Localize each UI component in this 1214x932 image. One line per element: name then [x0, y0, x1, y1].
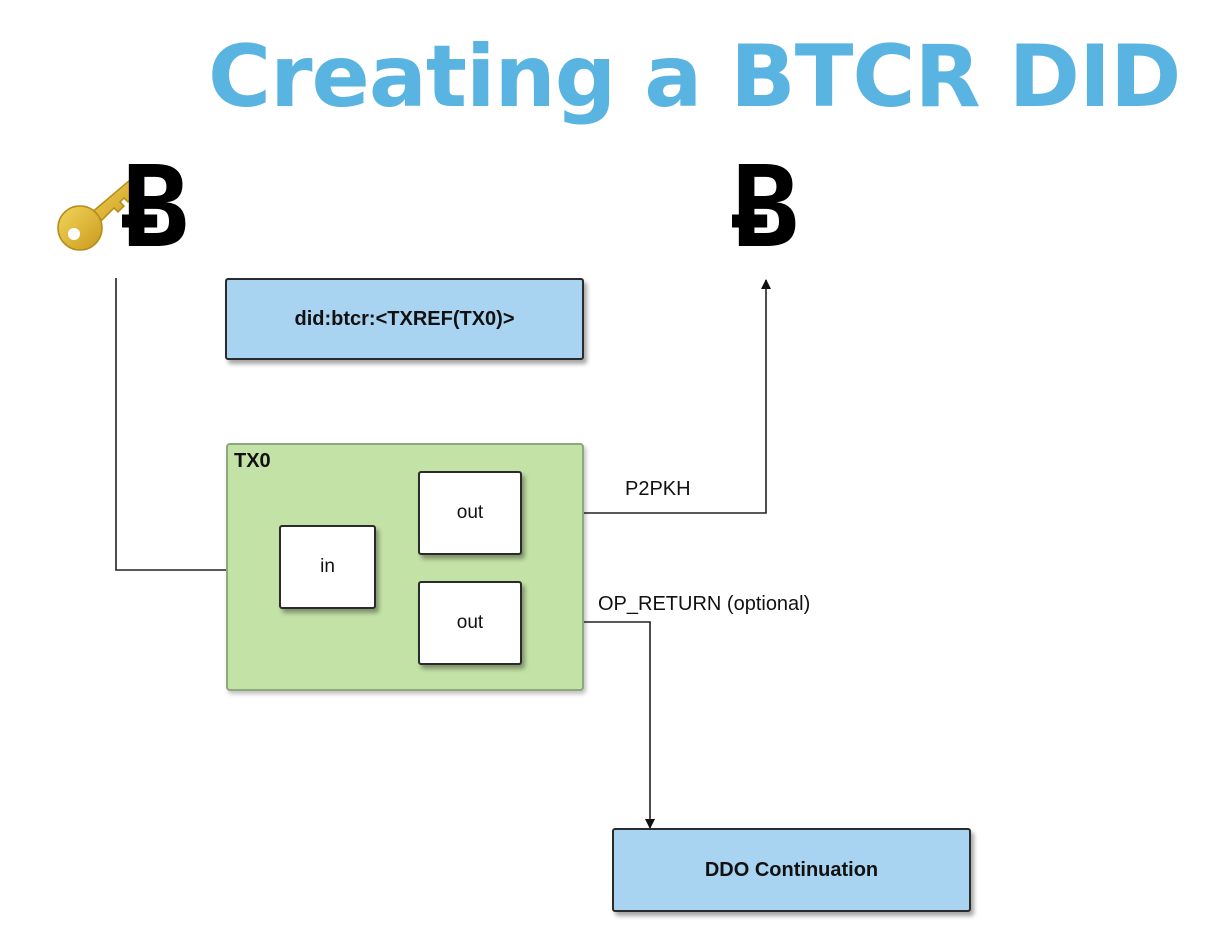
ddo-continuation-box: DDO Continuation [612, 828, 971, 912]
tx0-group [226, 443, 584, 691]
key-icon [57, 178, 138, 251]
page-title: Creating a BTCR DID [208, 27, 1181, 127]
bitcoin-icon-left: Ƀ [122, 143, 190, 273]
edge-p2pkh [522, 279, 771, 514]
output-label-2: out [456, 612, 484, 633]
output-label-1: out [456, 502, 484, 523]
edge-wallet-to-input [115, 278, 279, 575]
op-return-label: OP_RETURN (optional) [598, 593, 811, 615]
output-box-2: out [418, 581, 522, 665]
did-box: did:btcr:<TXREF(TX0)> [225, 278, 584, 360]
bitcoin-icon-right: Ƀ [732, 143, 800, 273]
p2pkh-label: P2PKH [625, 478, 691, 500]
ddo-label: DDO Continuation [704, 858, 879, 881]
did-label: did:btcr:<TXREF(TX0)> [294, 307, 515, 330]
input-box: in [279, 525, 376, 609]
input-label: in [320, 556, 335, 577]
tx0-label: TX0 [234, 450, 271, 472]
output-box-1: out [418, 471, 522, 555]
